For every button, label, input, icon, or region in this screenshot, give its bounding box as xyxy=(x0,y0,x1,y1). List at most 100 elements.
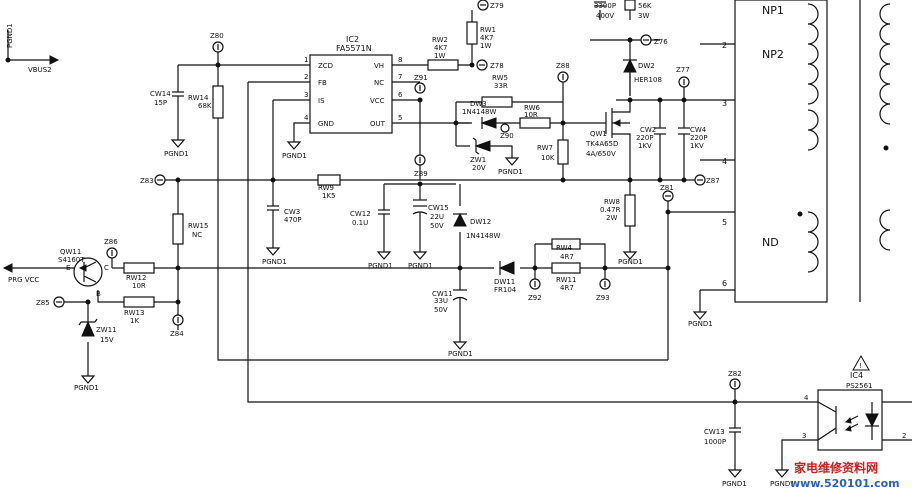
cw3-value: 470P xyxy=(284,216,302,224)
rw14-value: 68K xyxy=(198,102,212,110)
gnd-label-9: PGND1 xyxy=(688,320,713,328)
ic2-pin-vh: VH xyxy=(374,62,384,70)
ic2-pin-vcc: VCC xyxy=(370,97,385,105)
rw5-ref: RW5 xyxy=(492,74,508,82)
zener-zw1 xyxy=(472,137,491,155)
tx-pin-6: 6 xyxy=(722,279,727,288)
cw2-ref: CW2 xyxy=(640,126,656,134)
capacitor-cw12 xyxy=(378,209,390,226)
diodes: DW3 1N4148W ZW1 20V DW2 HER108 DW12 1N41… xyxy=(78,58,662,344)
capacitor-cw2 xyxy=(654,127,666,144)
rw1-ref: RW1 xyxy=(480,26,496,34)
tp-z78: Z78 xyxy=(490,62,504,70)
cw3-ref: CW3 xyxy=(284,208,300,216)
coil-secondary-lower xyxy=(879,209,891,251)
ic2-pin-out: OUT xyxy=(370,120,386,128)
prg-vcc-arrow-icon xyxy=(2,263,58,273)
rw14-ref: RW14 xyxy=(188,94,209,102)
gnd-label-2: PGND1 xyxy=(282,152,307,160)
coil-secondary xyxy=(879,3,891,125)
bjt-pin-c: C xyxy=(104,264,109,272)
c-top-value2: 400V xyxy=(596,12,614,20)
cw12-value: 0.1U xyxy=(352,219,368,227)
diode-dw11 xyxy=(498,261,515,275)
ground-icon xyxy=(170,139,186,148)
tp-z84: Z84 xyxy=(170,330,184,338)
resistors: RW14 68K RW2 4K7 1W RW1 4K7 1W RW5 33R R… xyxy=(123,0,652,325)
ic2-pin-fb: FB xyxy=(318,79,327,87)
tp-z80: Z80 xyxy=(210,32,224,40)
vbus-arrow-icon xyxy=(5,55,60,65)
ground-icon xyxy=(774,469,790,478)
watermark-text: 家电维修资料网 xyxy=(794,460,878,475)
capacitor-cw4 xyxy=(678,127,690,144)
tp-z82: Z82 xyxy=(728,370,742,378)
rw12-ref: RW12 xyxy=(126,274,146,282)
tp-z86: Z86 xyxy=(104,238,118,246)
ic4-part: PS2561 xyxy=(846,382,872,390)
ic2-pin-num-3: 3 xyxy=(304,91,308,99)
bjt-pin-b: B xyxy=(96,290,101,298)
capacitor-top xyxy=(594,1,606,7)
ic4-pin-2: 2 xyxy=(902,432,906,440)
cw2-value: 220P xyxy=(636,134,654,142)
ic2-pin-num-7: 7 xyxy=(398,73,402,81)
prg-vcc-label: PRG VCC xyxy=(8,276,39,284)
tp-z85: Z85 xyxy=(36,299,50,307)
ic2-pin-gnd: GND xyxy=(318,120,334,128)
tx-pin-5: 5 xyxy=(722,218,727,227)
rw6-value: 10R xyxy=(524,111,538,119)
gnd-label-8: PGND1 xyxy=(448,350,473,358)
tp-z81: Z81 xyxy=(660,184,674,192)
cw2-value2: 1KV xyxy=(638,142,652,150)
tp-z89: Z89 xyxy=(414,170,428,178)
bjt-qw11: E C B xyxy=(66,257,109,298)
rw8-ref: RW8 xyxy=(604,198,620,206)
resistor-rw5 xyxy=(481,96,513,108)
qw1-value2: 4A/650V xyxy=(586,150,616,158)
ic2-pin-num-1: 1 xyxy=(304,56,308,64)
rw13-ref: RW13 xyxy=(124,309,144,317)
resistor-top xyxy=(624,0,636,11)
tp-z91: Z91 xyxy=(414,74,428,82)
capacitors: CW14 15P CW3 470P CW12 0.1U CW15 22U 50V xyxy=(150,1,741,446)
test-point-icon xyxy=(154,174,166,186)
cw13-value: 1000P xyxy=(704,438,726,446)
ic4-pin-4: 4 xyxy=(804,394,809,402)
svg-text:!: ! xyxy=(859,362,862,370)
test-point-icon xyxy=(414,154,426,166)
rw1-value2: 1W xyxy=(480,42,491,50)
ground-icon xyxy=(727,469,743,478)
ic2-body xyxy=(309,54,393,134)
resistor-rw8 xyxy=(624,194,636,227)
qw1-ref: QW1 xyxy=(590,130,607,138)
ground-icon xyxy=(376,251,392,260)
cw15-ref: CW15 xyxy=(428,204,449,212)
test-point-icon xyxy=(729,378,741,390)
dw12-value: 1N4148W xyxy=(466,232,501,240)
capacitor-cw3 xyxy=(267,205,279,226)
gnd-label-3: PGND1 xyxy=(498,168,523,176)
ic2-pin-num-6: 6 xyxy=(398,91,403,99)
tx-pin-4: 4 xyxy=(722,157,727,166)
rw1-value: 4K7 xyxy=(480,34,494,42)
gnd-label-6: PGND1 xyxy=(408,262,433,270)
resistor-rw2 xyxy=(427,59,459,71)
gnd-label-12: PGND1 xyxy=(770,480,795,488)
bjt-pin-e: E xyxy=(66,264,70,272)
cw13-ref: CW13 xyxy=(704,428,725,436)
cw11-ref: CW11 xyxy=(432,290,453,298)
ic2-pin-zcd: ZCD xyxy=(318,62,333,70)
cw4-ref: CW4 xyxy=(690,126,707,134)
np1-label: NP1 xyxy=(762,4,784,17)
rw4-ref: RW4 xyxy=(556,244,573,252)
test-point-icon xyxy=(640,34,652,46)
watermark: 家电维修资料网 www.520101.com xyxy=(790,460,900,490)
gnd-label-7: PGND1 xyxy=(618,258,643,266)
cw11-value: 33U xyxy=(434,297,448,305)
rw6-ref: RW6 xyxy=(524,104,541,112)
resistor-rw11 xyxy=(551,262,581,274)
ic2-pin-nc: NC xyxy=(374,79,384,87)
rw15-value: NC xyxy=(192,231,202,239)
tp-z79: Z79 xyxy=(490,2,504,10)
